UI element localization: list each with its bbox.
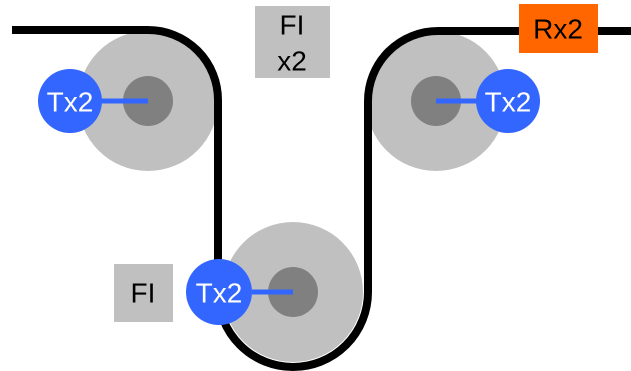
rx2-badge: Rx2 [519,4,598,53]
fi-x2-box: FI x2 [255,6,330,78]
tx2-left-badge: Tx2 [38,69,102,133]
fi-box: FI [114,264,173,322]
tx2-bottom-badge-bg [186,259,252,325]
fi-x2-label-line1: FI [280,10,305,41]
rx2-badge-bg [519,4,598,53]
tx2-right-badge-bg [476,69,540,133]
fi-x2-box-bg [255,6,330,78]
tx2-left-badge-bg [38,69,102,133]
tx2-right-badge: Tx2 [476,69,540,133]
tx2-bottom-label: Tx2 [196,278,243,309]
tx2-left-label: Tx2 [47,87,94,118]
fi-label: FI [131,278,156,309]
tx2-bottom-badge: Tx2 [186,259,252,325]
tx2-right-label: Tx2 [485,87,532,118]
fi-box-bg [114,264,173,322]
fi-x2-label-line2: x2 [277,46,307,77]
rx2-label: Rx2 [533,14,583,45]
web-path-line [12,26,631,371]
